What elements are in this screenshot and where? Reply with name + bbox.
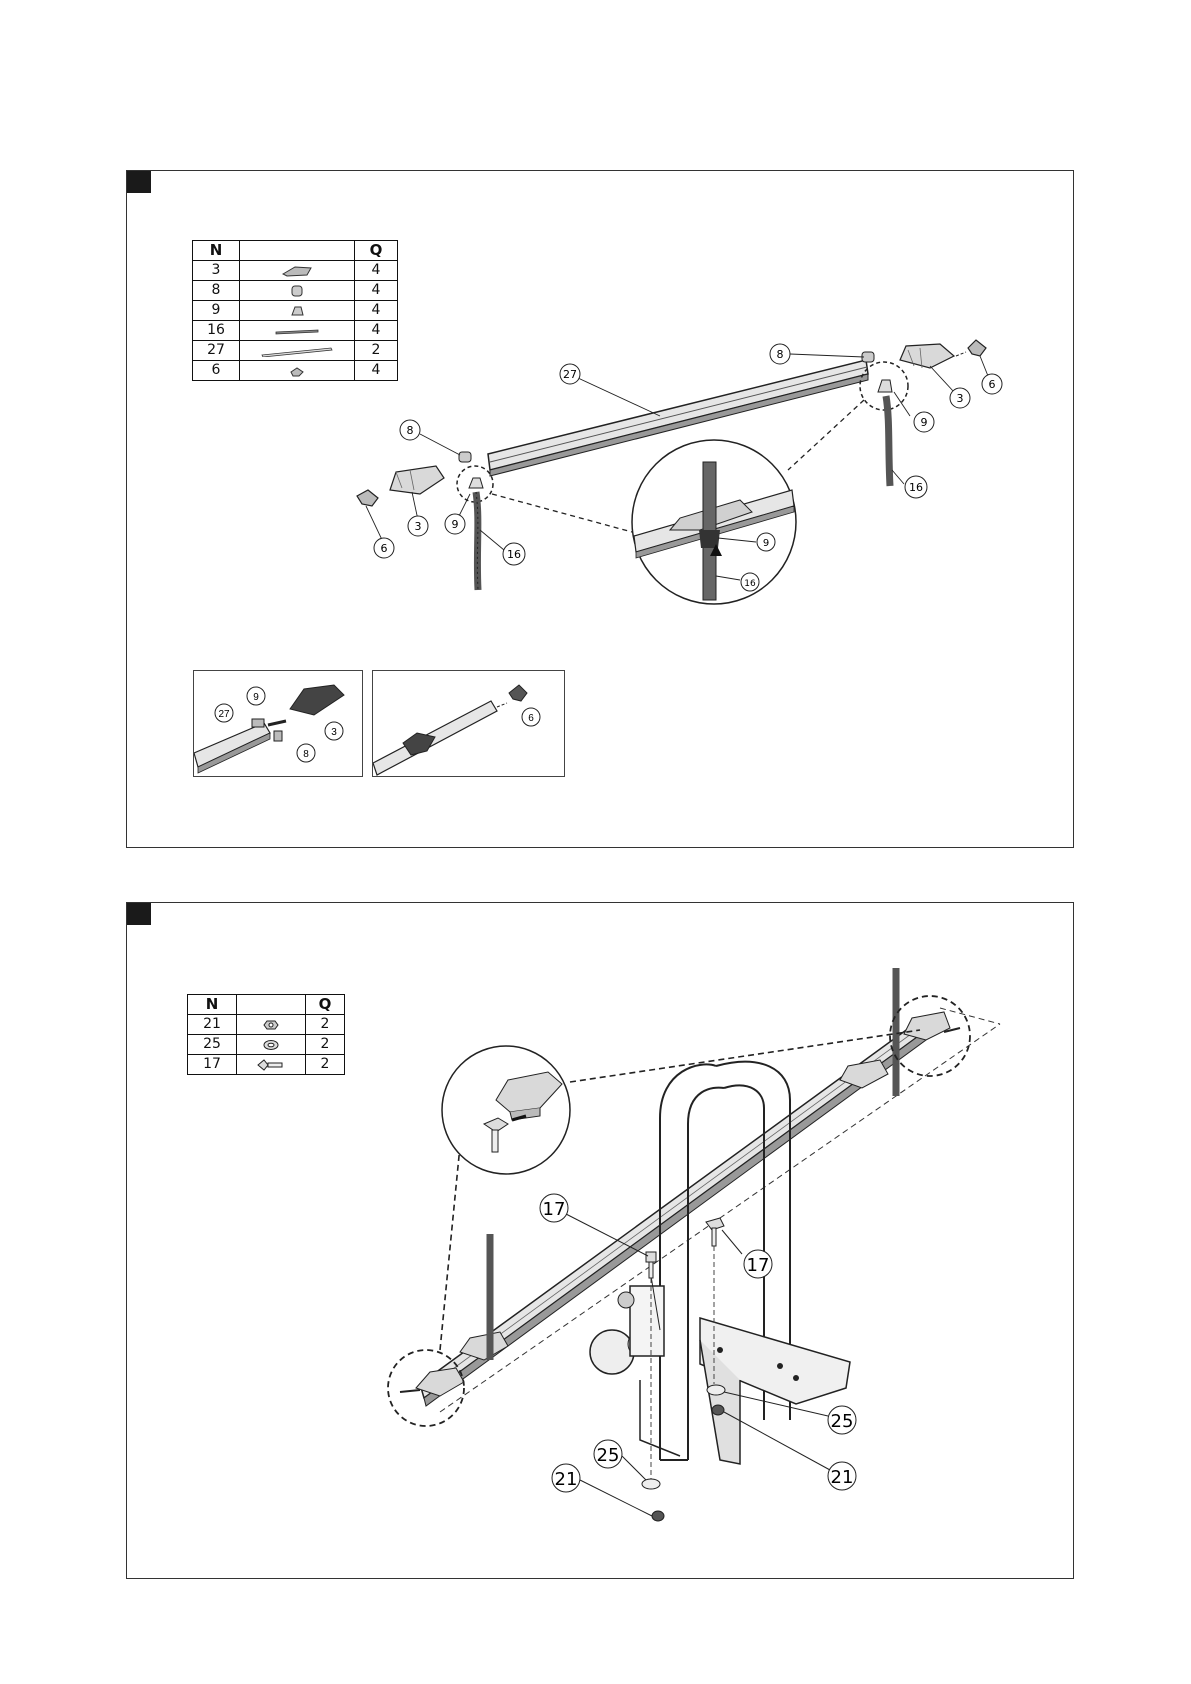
svg-text:17: 17 bbox=[543, 1199, 566, 1220]
svg-text:25: 25 bbox=[831, 1411, 854, 1432]
callout-21-left: 21 bbox=[552, 1464, 652, 1516]
callout-17-left: 17 bbox=[540, 1194, 648, 1256]
svg-text:21: 21 bbox=[555, 1469, 578, 1490]
svg-text:25: 25 bbox=[597, 1445, 620, 1466]
svg-text:17: 17 bbox=[747, 1255, 770, 1276]
callout-25-left: 25 bbox=[594, 1440, 646, 1480]
svg-text:21: 21 bbox=[831, 1467, 854, 1488]
callout-25-right: 25 bbox=[724, 1392, 856, 1434]
callout-17-right: 17 bbox=[722, 1230, 772, 1278]
